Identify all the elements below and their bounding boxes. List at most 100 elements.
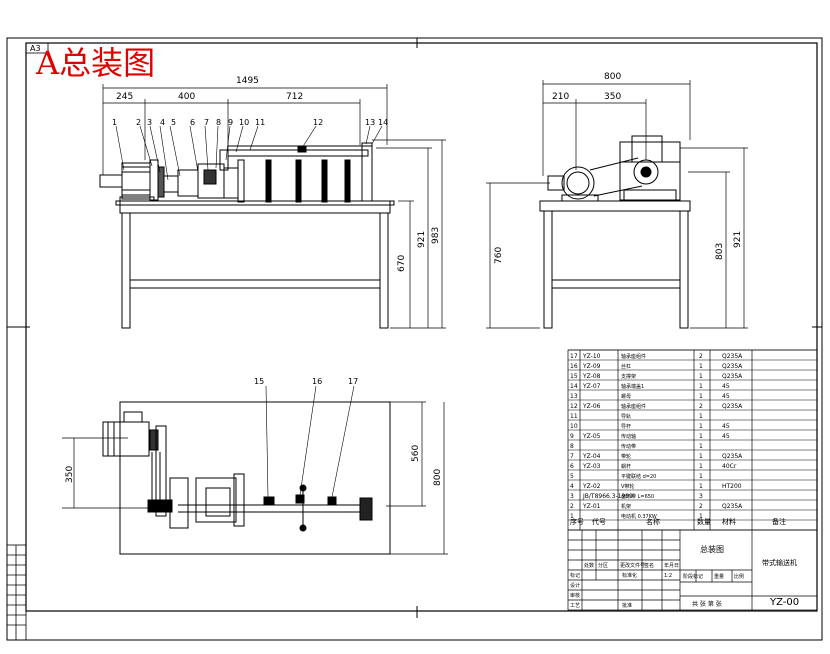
bom-header-mat: 材料 (722, 517, 736, 526)
bom-cell-no: 5 (570, 473, 574, 480)
dim-245: 245 (116, 92, 133, 102)
table-top (119, 200, 391, 214)
bom-cell-qty: 3 (699, 493, 703, 500)
bom-cell-code: YZ-09 (582, 363, 601, 370)
tb-weight: 重量 (714, 573, 724, 580)
side-dim-800: 800 (604, 72, 621, 82)
table-leg-left (121, 212, 131, 329)
sheet-size-label: A3 (30, 44, 41, 53)
bom-cell-qty: 1 (699, 373, 703, 380)
balloon-13: 13 (365, 118, 375, 127)
side-dim-210: 210 (552, 92, 569, 102)
bom-header-code: 代号 (592, 517, 606, 526)
bom-cell-qty: 1 (699, 473, 703, 480)
bom-cell-code: YZ-10 (582, 353, 601, 360)
bom-cell-name: V带轮 (621, 483, 634, 490)
bom-cell-name: 传动带 (621, 443, 636, 450)
drawing-title: A总装图 (35, 44, 155, 82)
bom-cell-name: 齿形带 L=650 (621, 493, 654, 500)
side-motor (561, 166, 595, 200)
top-view (102, 401, 391, 555)
dim-921-front: 921 (417, 231, 427, 248)
tb-sign: 签名 (644, 562, 654, 569)
bom-row-lines (568, 349, 817, 521)
table-edge (115, 200, 395, 206)
bom-cell-name: 机架 (621, 503, 631, 510)
top-table-outline (119, 401, 391, 555)
bom-cell-name: 蜗杆 (621, 463, 631, 470)
bom-cell-code: YZ-05 (582, 433, 601, 440)
top-dim-800: 800 (433, 469, 443, 486)
balloon-5: 5 (171, 118, 176, 127)
balloon-3: 3 (147, 118, 152, 127)
machine-name: 带式输送机 (762, 558, 797, 567)
bom-cell-mat: HT200 (722, 483, 742, 490)
dim-983: 983 (431, 227, 441, 244)
bom-header-qty: 数量 (697, 517, 711, 526)
bom-cell-code: YZ-06 (582, 403, 601, 410)
bom-cell-no: 2 (570, 503, 574, 510)
bom-header-remark: 备注 (772, 517, 786, 526)
binding-strip (6, 544, 27, 641)
bom-cell-mat: Q235A (722, 373, 743, 380)
tb-doc: 更改文件号 (620, 562, 645, 569)
bom-cell-qty: 1 (699, 463, 703, 470)
motor-shaft-end (99, 174, 123, 188)
tb-review: 审核 (570, 592, 580, 599)
bom-cell-qty: 2 (699, 353, 703, 360)
bom-cell-no: 16 (570, 363, 578, 370)
bom-cell-name: 轴承端盖1 (621, 383, 644, 390)
bom-cell-no: 10 (570, 423, 578, 430)
dim-712: 712 (286, 92, 303, 102)
bom-cell-mat: 40Cr (722, 463, 737, 470)
bom-cell-code: YZ-01 (582, 503, 601, 510)
bom-cell-no: 6 (570, 463, 574, 470)
bom-cell-code: YZ-02 (582, 483, 601, 490)
bom-cell-qty: 1 (699, 443, 703, 450)
bom-cell-no: 17 (570, 353, 578, 360)
balloon-11: 11 (255, 118, 265, 127)
balloon-16: 16 (312, 377, 322, 386)
bom-cell-name: 带轮 (621, 453, 631, 460)
bom-cell-mat: 45 (722, 383, 730, 390)
bom-cell-qty: 1 (699, 413, 703, 420)
bom-cell-name: 丝杠 (621, 363, 631, 370)
bom-cell-name: 螺母 (621, 393, 631, 400)
top-gearbox (195, 477, 237, 523)
bom-cell-name: 电动机 0.37KW (621, 513, 657, 520)
bom-cell-qty: 1 (699, 453, 703, 460)
side-gearbox (619, 141, 681, 201)
bom-cell-code: YZ-08 (582, 373, 601, 380)
bom-cell-mat: Q235A (722, 353, 743, 360)
bom-cell-name: 支撑架 (621, 373, 636, 380)
balloon-17: 17 (348, 377, 358, 386)
bom-cell-qty: 1 (699, 363, 703, 370)
front-leaders (115, 125, 383, 181)
bom-cell-name: 轴承座组件 (621, 403, 646, 410)
outer-border (6, 37, 823, 641)
tb-std: 标准化 (622, 572, 637, 579)
balloon-8: 8 (216, 118, 221, 127)
motor-body (121, 162, 151, 200)
side-leg-right (679, 210, 689, 329)
balloon-2: 2 (136, 118, 141, 127)
bom-cell-qty: 1 (699, 393, 703, 400)
bom-cell-no: 11 (570, 413, 578, 420)
sheet-size-box (25, 42, 49, 54)
bom-cell-no: 12 (570, 403, 578, 410)
dim-1495: 1495 (236, 76, 259, 86)
bom-cell-qty: 1 (699, 513, 703, 520)
tb-sheets: 共 张 第 张 (692, 600, 722, 608)
bom-cell-name: 轴承座组件 (621, 353, 646, 360)
front-view (99, 142, 395, 329)
top-dim-350: 350 (65, 466, 75, 483)
side-leg-left (543, 210, 553, 329)
